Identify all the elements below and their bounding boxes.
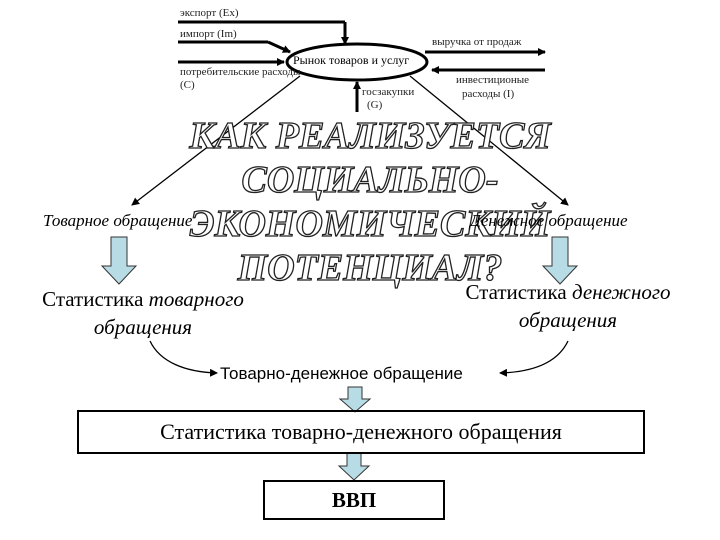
investment-symbol: расходы (I) — [462, 88, 515, 100]
goods-stat-plain: Статистика — [42, 287, 149, 311]
goods-stat-italic-1: товарного — [148, 287, 244, 311]
title-line-1: КАК РЕАЛИЗУЕТСЯ СОЦИАЛЬНО- — [189, 114, 552, 201]
consumption-symbol: (C) — [180, 79, 195, 91]
gdp-box: ВВП — [263, 480, 445, 520]
left-diagonal-arrow — [131, 75, 301, 206]
combined-statistics-box: Статистика товарно-денежного обращения — [77, 410, 645, 454]
money-stat-plain: Статистика — [465, 280, 572, 304]
page-title: КАК РЕАЛИЗУЕТСЯ СОЦИАЛЬНО- ЭКОНОМИЧЕСКИЙ… — [70, 114, 670, 290]
money-statistics: Статистика денежного обращения — [438, 278, 698, 334]
import-label: импорт (Im) — [180, 28, 237, 40]
market-ellipse — [285, 42, 429, 82]
right-curve-arrow — [499, 340, 569, 377]
goods-block-arrow — [100, 236, 138, 285]
money-circulation-label: Денежное обращение — [470, 211, 628, 230]
export-label: экспорт (Ex) — [180, 7, 239, 19]
title-line-2: ЭКОНОМИЧЕСКИЙ ПОТЕНЦИАЛ? — [189, 202, 551, 289]
market-label: Рынок товаров и услуг — [293, 53, 410, 67]
money-block-arrow — [541, 236, 579, 285]
right-diagonal-arrow — [409, 75, 569, 206]
left-curve-arrow — [149, 340, 218, 377]
goods-statistics: Статистика товарного обращения — [18, 285, 268, 341]
combined-circulation-label: Товарно-денежное обращение — [220, 364, 463, 383]
gdp-block-arrow — [337, 452, 371, 481]
goods-stat-italic-2: обращения — [93, 315, 193, 339]
revenue-label: выручка от продаж — [432, 36, 522, 48]
money-stat-italic-1: денежного — [572, 280, 671, 304]
consumption-label: потребительские расходы — [180, 66, 301, 78]
government-label: госзакупки — [362, 86, 415, 98]
money-stat-italic-2: обращения — [518, 308, 618, 332]
government-symbol: (G) — [367, 99, 383, 111]
combined-block-arrow — [338, 386, 372, 413]
import-down-line — [267, 40, 291, 54]
investment-label: инвестиционые — [456, 74, 530, 86]
goods-circulation-label: Товарное обращение — [43, 211, 193, 230]
